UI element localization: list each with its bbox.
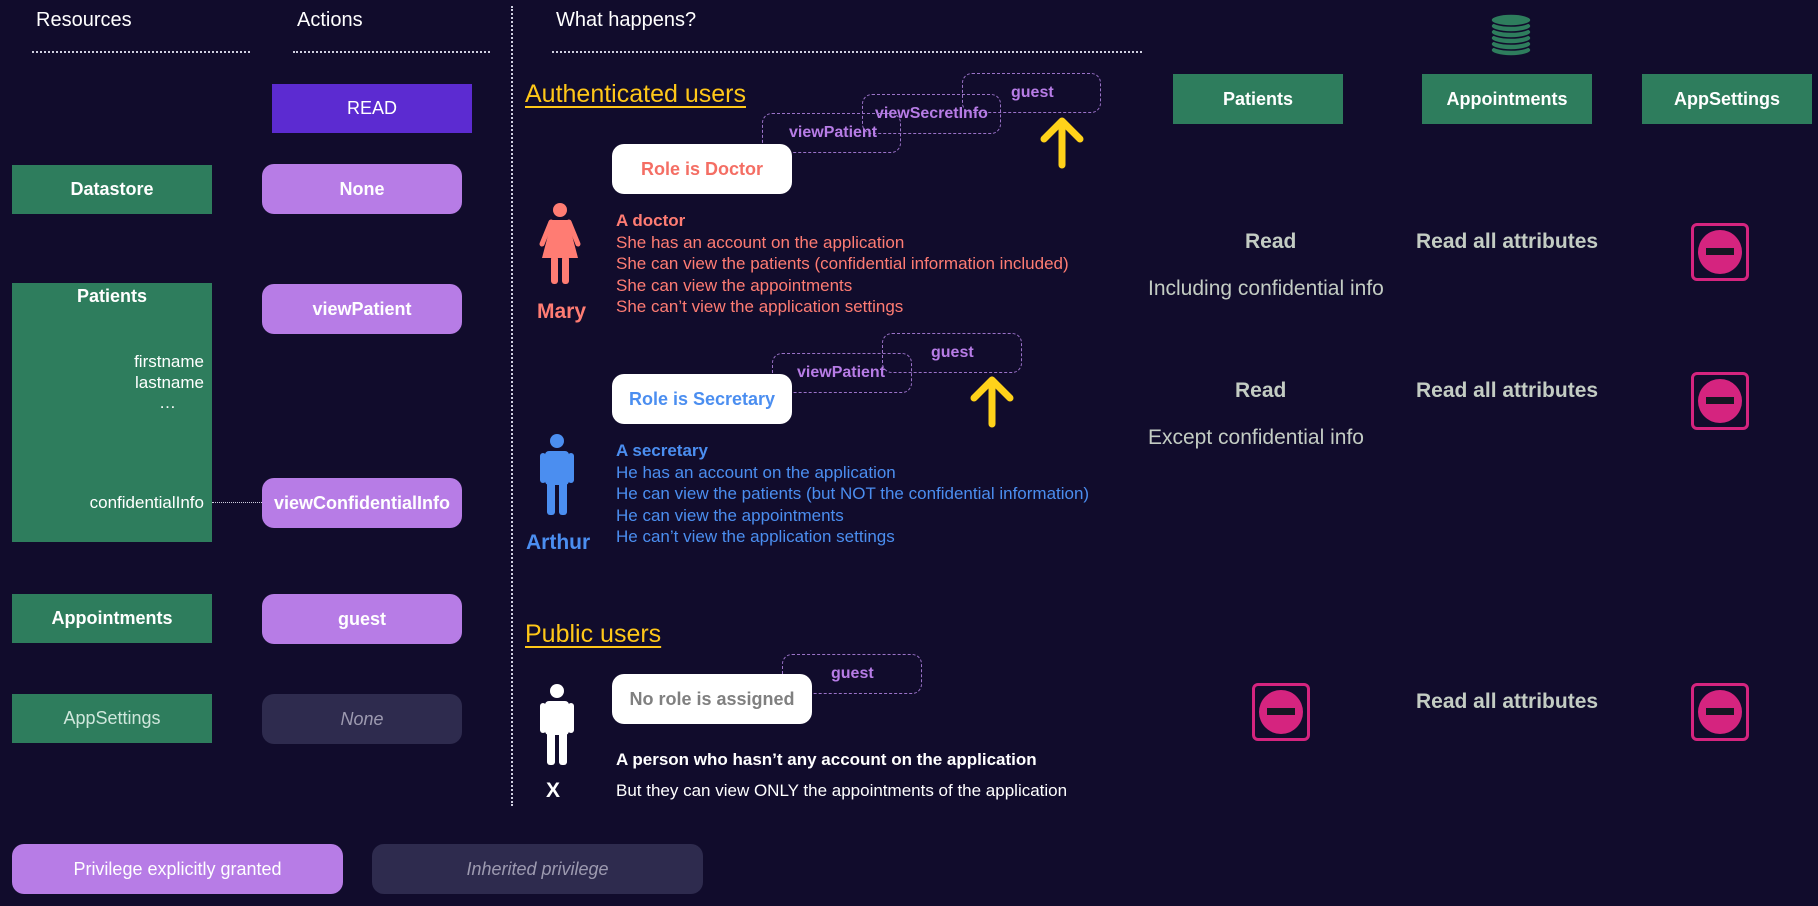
read-action[interactable]: READ bbox=[272, 84, 472, 133]
secretary-patients-access: Read bbox=[1235, 379, 1287, 402]
action-view-confidential-info[interactable]: viewConfidentialInfo bbox=[262, 478, 462, 528]
doctor-line: She can’t view the application settings bbox=[616, 297, 904, 316]
resource-appointments: Appointments bbox=[12, 594, 212, 643]
secretary-line: He has an account on the application bbox=[616, 462, 896, 482]
public-appointments-access: Read all attributes bbox=[1416, 690, 1599, 713]
woman-icon bbox=[539, 203, 581, 284]
matrix-header-appointments: Appointments bbox=[1422, 74, 1592, 124]
man-icon bbox=[540, 434, 574, 515]
doctor-patients-access: Read bbox=[1245, 230, 1297, 253]
deny-icon bbox=[1691, 372, 1749, 430]
secretary-chain-view-patient: viewPatient bbox=[772, 353, 912, 393]
secretary-title: A secretary bbox=[616, 441, 708, 460]
doctor-chain-guest: guest bbox=[962, 73, 1101, 113]
what-happens-divider bbox=[552, 51, 1142, 53]
section-divider bbox=[511, 6, 513, 806]
action-view-patient[interactable]: viewPatient bbox=[262, 284, 462, 334]
database-icon bbox=[1490, 13, 1532, 57]
public-users-heading: Public users bbox=[525, 620, 662, 648]
field-confidential-info: confidentialInfo bbox=[89, 493, 204, 512]
arrow-up-icon bbox=[1040, 117, 1084, 169]
public-line: But they can view ONLY the appointments … bbox=[616, 781, 1068, 800]
actions-header: Actions bbox=[297, 9, 363, 31]
public-title: A person who hasn’t any account on the a… bbox=[616, 750, 1037, 769]
actions-divider bbox=[293, 51, 490, 53]
secretary-line: He can view the patients (but NOT the co… bbox=[616, 484, 1090, 503]
secretary-line: He can view the appointments bbox=[616, 505, 844, 525]
deny-icon bbox=[1691, 223, 1749, 281]
matrix-header-patients: Patients bbox=[1173, 74, 1343, 124]
secretary-patients-note: Except confidential info bbox=[1148, 426, 1364, 449]
doctor-title: A doctor bbox=[616, 211, 686, 230]
field-more: … bbox=[159, 393, 176, 412]
resource-datastore: Datastore bbox=[12, 165, 212, 214]
action-datastore-none[interactable]: None bbox=[262, 164, 462, 214]
legend-explicit: Privilege explicitly granted bbox=[12, 844, 343, 894]
secretary-appointments-access: Read all attributes bbox=[1416, 379, 1599, 402]
resources-header: Resources bbox=[36, 9, 132, 31]
person-icon bbox=[540, 684, 574, 765]
legend-inherited: Inherited privilege bbox=[372, 844, 703, 894]
resources-divider bbox=[32, 51, 250, 53]
patients-label: Patients bbox=[76, 286, 148, 306]
doctor-chain-view-secret-info: viewSecretInfo bbox=[862, 94, 1001, 134]
secretary-name: Arthur bbox=[526, 531, 591, 554]
doctor-name: Mary bbox=[537, 300, 587, 323]
matrix-header-appsettings: AppSettings bbox=[1642, 74, 1812, 124]
doctor-line: She can view the appointments bbox=[616, 275, 853, 295]
action-appsettings-none[interactable]: None bbox=[262, 694, 462, 744]
doctor-line: She has an account on the application bbox=[616, 232, 905, 252]
deny-icon bbox=[1691, 683, 1749, 741]
public-role-badge: No role is assigned bbox=[612, 674, 812, 724]
what-happens-header: What happens? bbox=[556, 9, 697, 31]
field-firstname: firstname bbox=[134, 352, 204, 371]
doctor-role-badge: Role is Doctor bbox=[612, 144, 792, 194]
field-lastname: lastname bbox=[135, 373, 204, 392]
public-name: X bbox=[546, 779, 561, 802]
resource-patients: Patients firstname lastname … confidenti… bbox=[12, 283, 212, 542]
resource-appsettings: AppSettings bbox=[12, 694, 212, 743]
deny-icon bbox=[1252, 683, 1310, 741]
doctor-chain-view-patient: viewPatient bbox=[762, 113, 901, 153]
secretary-description: A secretary He has an account on the app… bbox=[616, 440, 1089, 548]
secretary-role-badge: Role is Secretary bbox=[612, 374, 792, 424]
doctor-line: She can view the patients (confidential … bbox=[616, 254, 1069, 273]
secretary-line: He can’t view the application settings bbox=[616, 527, 895, 546]
doctor-appointments-access: Read all attributes bbox=[1416, 230, 1599, 253]
action-guest[interactable]: guest bbox=[262, 594, 462, 644]
confidential-connector bbox=[212, 502, 262, 503]
authenticated-users-heading: Authenticated users bbox=[525, 80, 746, 108]
arrow-up-icon bbox=[970, 376, 1014, 428]
doctor-description: A doctor She has an account on the appli… bbox=[616, 210, 1069, 318]
doctor-patients-note: Including confidential info bbox=[1148, 277, 1384, 300]
